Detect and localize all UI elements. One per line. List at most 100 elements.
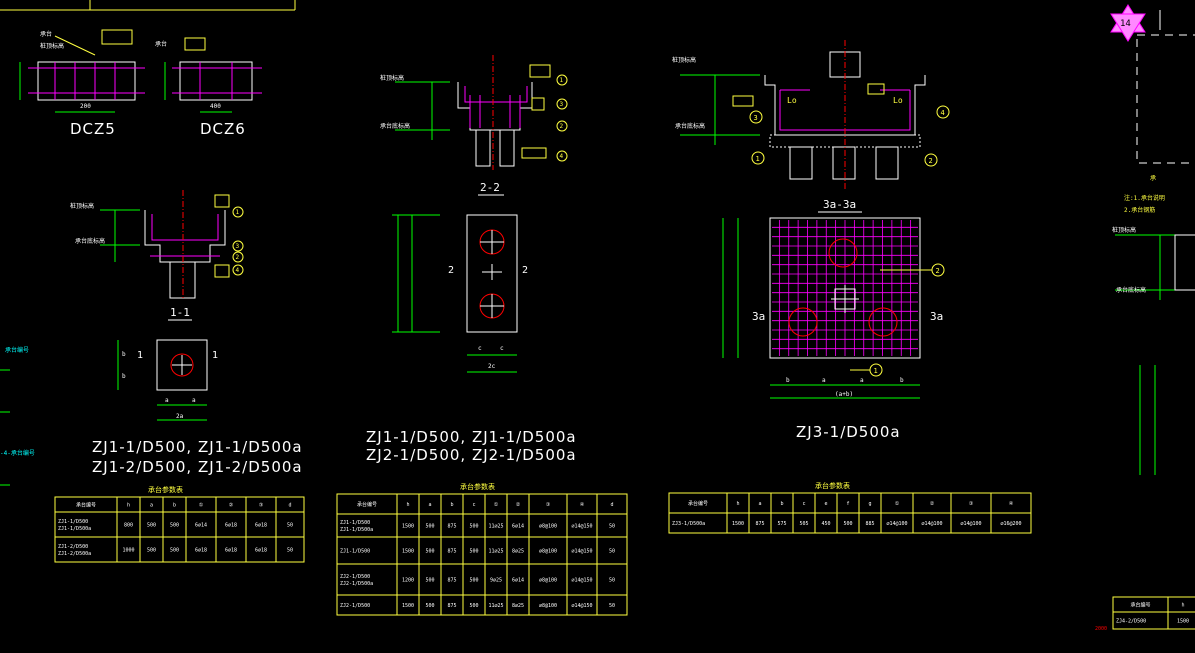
top-left-fragment: [0, 0, 296, 11]
table-caption: 承台参数表: [815, 481, 850, 490]
svg-text:200: 200: [80, 103, 91, 110]
table-header-cell: c: [802, 501, 805, 507]
table-header-cell: h: [406, 502, 409, 508]
svg-text:400: 400: [210, 103, 221, 110]
table-header-cell: d: [610, 502, 613, 508]
table-header-cell: ③: [259, 503, 264, 509]
svg-text:c: c: [500, 345, 504, 352]
dcz5-detail: 承台 桩顶标高 200 DCZ5: [19, 29, 145, 138]
table-header-cell: 承台编号: [1130, 602, 1150, 609]
table-cell: ⌀14@100: [886, 521, 907, 527]
svg-text:承台底标高: 承台底标高: [75, 237, 105, 245]
svg-text:Lo: Lo: [787, 96, 797, 105]
svg-text:承台: 承台: [40, 30, 52, 38]
dcz5-title: DCZ5: [70, 120, 116, 138]
svg-text:注:1.承台说明: 注:1.承台说明: [1124, 194, 1165, 202]
svg-text:承台底标高: 承台底标高: [675, 122, 705, 130]
table-cell: 1500: [402, 603, 414, 609]
table-cell: 500: [469, 603, 478, 609]
drawing-titles: ZJ1-1/D500, ZJ1-1/D500a ZJ1-2/D500, ZJ1-…: [92, 423, 900, 476]
table-cell: ZJ1-2/D500: [58, 544, 88, 550]
table-cell: 11⌀25: [488, 603, 503, 609]
svg-text:3a-3a: 3a-3a: [823, 198, 856, 211]
table-header-cell: f: [846, 501, 849, 507]
svg-text:承台编号: 承台编号: [5, 346, 29, 354]
table-cell: 500: [170, 548, 179, 554]
table-cell: 6⌀18: [225, 548, 237, 554]
table-cell: 6⌀18: [255, 523, 267, 529]
table-header-cell: e: [824, 501, 827, 507]
table-cell: 450: [821, 521, 830, 527]
table-cell: 1500: [1177, 619, 1189, 625]
table-cell: ⌀16@200: [1000, 521, 1021, 527]
svg-text:2: 2: [929, 157, 933, 165]
table-header-cell: ②: [229, 503, 234, 509]
svg-text:b: b: [122, 373, 126, 380]
table-cell: 50: [609, 524, 615, 530]
table-header-cell: b: [450, 502, 453, 508]
table-cell: ZJ1-1/D500: [58, 519, 88, 525]
table-caption: 承台参数表: [460, 482, 495, 491]
table-cell: 800: [124, 523, 133, 529]
table-cell: ZJ1-1/D500a: [340, 527, 373, 533]
svg-text:c: c: [478, 345, 482, 352]
table-header-cell: ④: [580, 502, 585, 508]
svg-text:4: 4: [941, 109, 945, 117]
svg-text:1: 1: [137, 350, 143, 361]
table-cell: ⌀14@150: [571, 549, 592, 555]
table-cell: 50: [609, 603, 615, 609]
table-cell: ⌀14@100: [960, 521, 981, 527]
svg-text:(a+b): (a+b): [835, 391, 853, 398]
svg-text:3: 3: [560, 101, 564, 108]
svg-text:2: 2: [560, 123, 564, 130]
table-header-cell: ①: [895, 501, 900, 507]
svg-text:桩顶标高: 桩顶标高: [40, 42, 64, 50]
svg-text:3: 3: [236, 243, 240, 250]
title-left-1: ZJ1-1/D500, ZJ1-1/D500a: [92, 438, 303, 456]
table-cell: 8⌀25: [512, 603, 524, 609]
table-cell: 885: [865, 521, 874, 527]
table-cell: 50: [287, 523, 293, 529]
svg-text:b: b: [900, 377, 904, 384]
table-header-cell: g: [868, 501, 871, 507]
table-cell: 8⌀25: [512, 549, 524, 555]
svg-text:桩顶标高: 桩顶标高: [672, 56, 696, 64]
svg-text:承台底标高: 承台底标高: [380, 122, 410, 130]
svg-text:2c: 2c: [488, 363, 496, 370]
far-right-fragment: 14 承 注:1.承台说明 2.承台钢筋 桩顶标高 承台底标高 2000: [1095, 4, 1195, 632]
table-cell: 6⌀14: [195, 523, 207, 529]
table-cell: ZJ2-1/D500: [340, 574, 370, 580]
svg-text:Lo: Lo: [893, 96, 903, 105]
table-header-cell: h: [736, 501, 739, 507]
svg-text:承台底标高: 承台底标高: [1116, 286, 1146, 294]
svg-text:2: 2: [936, 267, 940, 275]
table-cell: 50: [287, 548, 293, 554]
table-header-cell: ②: [930, 501, 935, 507]
table-cell: 500: [425, 578, 434, 584]
table-cell: 500: [469, 549, 478, 555]
svg-text:1: 1: [212, 350, 218, 361]
svg-text:2-2: 2-2: [480, 181, 500, 194]
table-cell: 6⌀18: [255, 548, 267, 554]
table-cell: 500: [425, 603, 434, 609]
table-cell: ZJ3-1/D500a: [672, 521, 705, 527]
table-cell: ZJ1-1/D500: [340, 520, 370, 526]
table-cell: 505: [799, 521, 808, 527]
table-cell: 500: [147, 523, 156, 529]
table-cell: ⌀14@150: [571, 578, 592, 584]
table-header-cell: 承台编号: [76, 502, 96, 509]
title-mid-1: ZJ1-1/D500, ZJ1-1/D500a: [366, 428, 577, 446]
svg-text:-4-承台编号: -4-承台编号: [0, 449, 35, 457]
table-cell: ⌀8@100: [539, 578, 557, 584]
table-cell: 1200: [402, 578, 414, 584]
svg-text:桩顶标高: 桩顶标高: [380, 74, 404, 82]
svg-text:a: a: [860, 377, 864, 384]
svg-text:1-1: 1-1: [170, 306, 190, 319]
svg-text:桩顶标高: 桩顶标高: [70, 202, 94, 210]
title-left-2: ZJ1-2/D500, ZJ1-2/D500a: [92, 458, 303, 476]
table-cell: ⌀8@100: [539, 549, 557, 555]
table-cell: 500: [170, 523, 179, 529]
